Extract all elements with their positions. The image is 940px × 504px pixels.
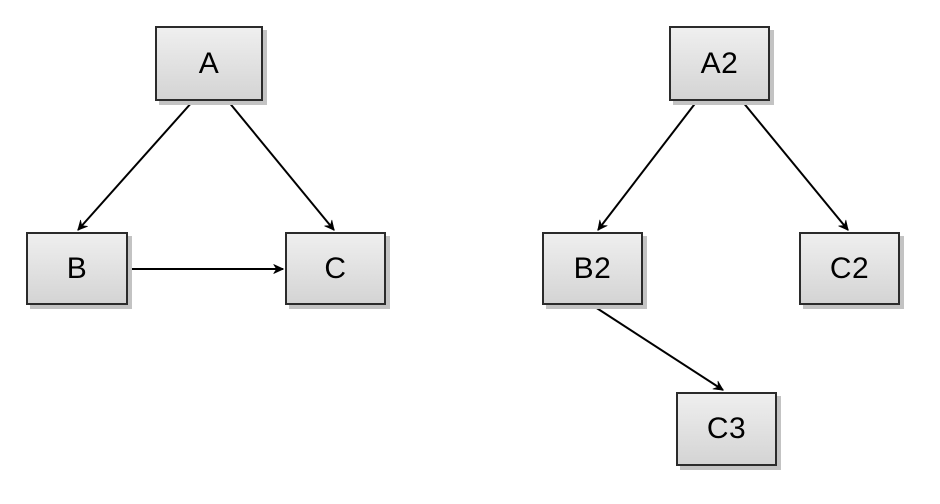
edge-a2-to-b2 bbox=[597, 100, 698, 231]
node-a2[interactable]: A2 bbox=[669, 26, 770, 101]
node-b[interactable]: B bbox=[26, 232, 128, 305]
node-c3[interactable]: C3 bbox=[676, 392, 777, 466]
node-c2[interactable]: C2 bbox=[799, 232, 900, 305]
node-a[interactable]: A bbox=[155, 26, 263, 101]
node-label-b2: B2 bbox=[573, 251, 612, 285]
node-label-b: B bbox=[66, 251, 88, 285]
edge-a2-to-c2 bbox=[741, 100, 849, 231]
node-label-a: A bbox=[198, 46, 220, 80]
node-label-c3: C3 bbox=[706, 412, 747, 445]
edge-a-to-b bbox=[77, 100, 194, 231]
node-label-c2: C2 bbox=[829, 251, 870, 285]
node-b2[interactable]: B2 bbox=[542, 232, 643, 305]
edge-b2-to-c3 bbox=[591, 304, 724, 391]
node-label-c: C bbox=[324, 251, 347, 285]
edge-a-to-c bbox=[227, 100, 335, 231]
edges-group bbox=[77, 100, 849, 391]
node-label-a2: A2 bbox=[700, 46, 739, 80]
node-c[interactable]: C bbox=[285, 232, 386, 305]
